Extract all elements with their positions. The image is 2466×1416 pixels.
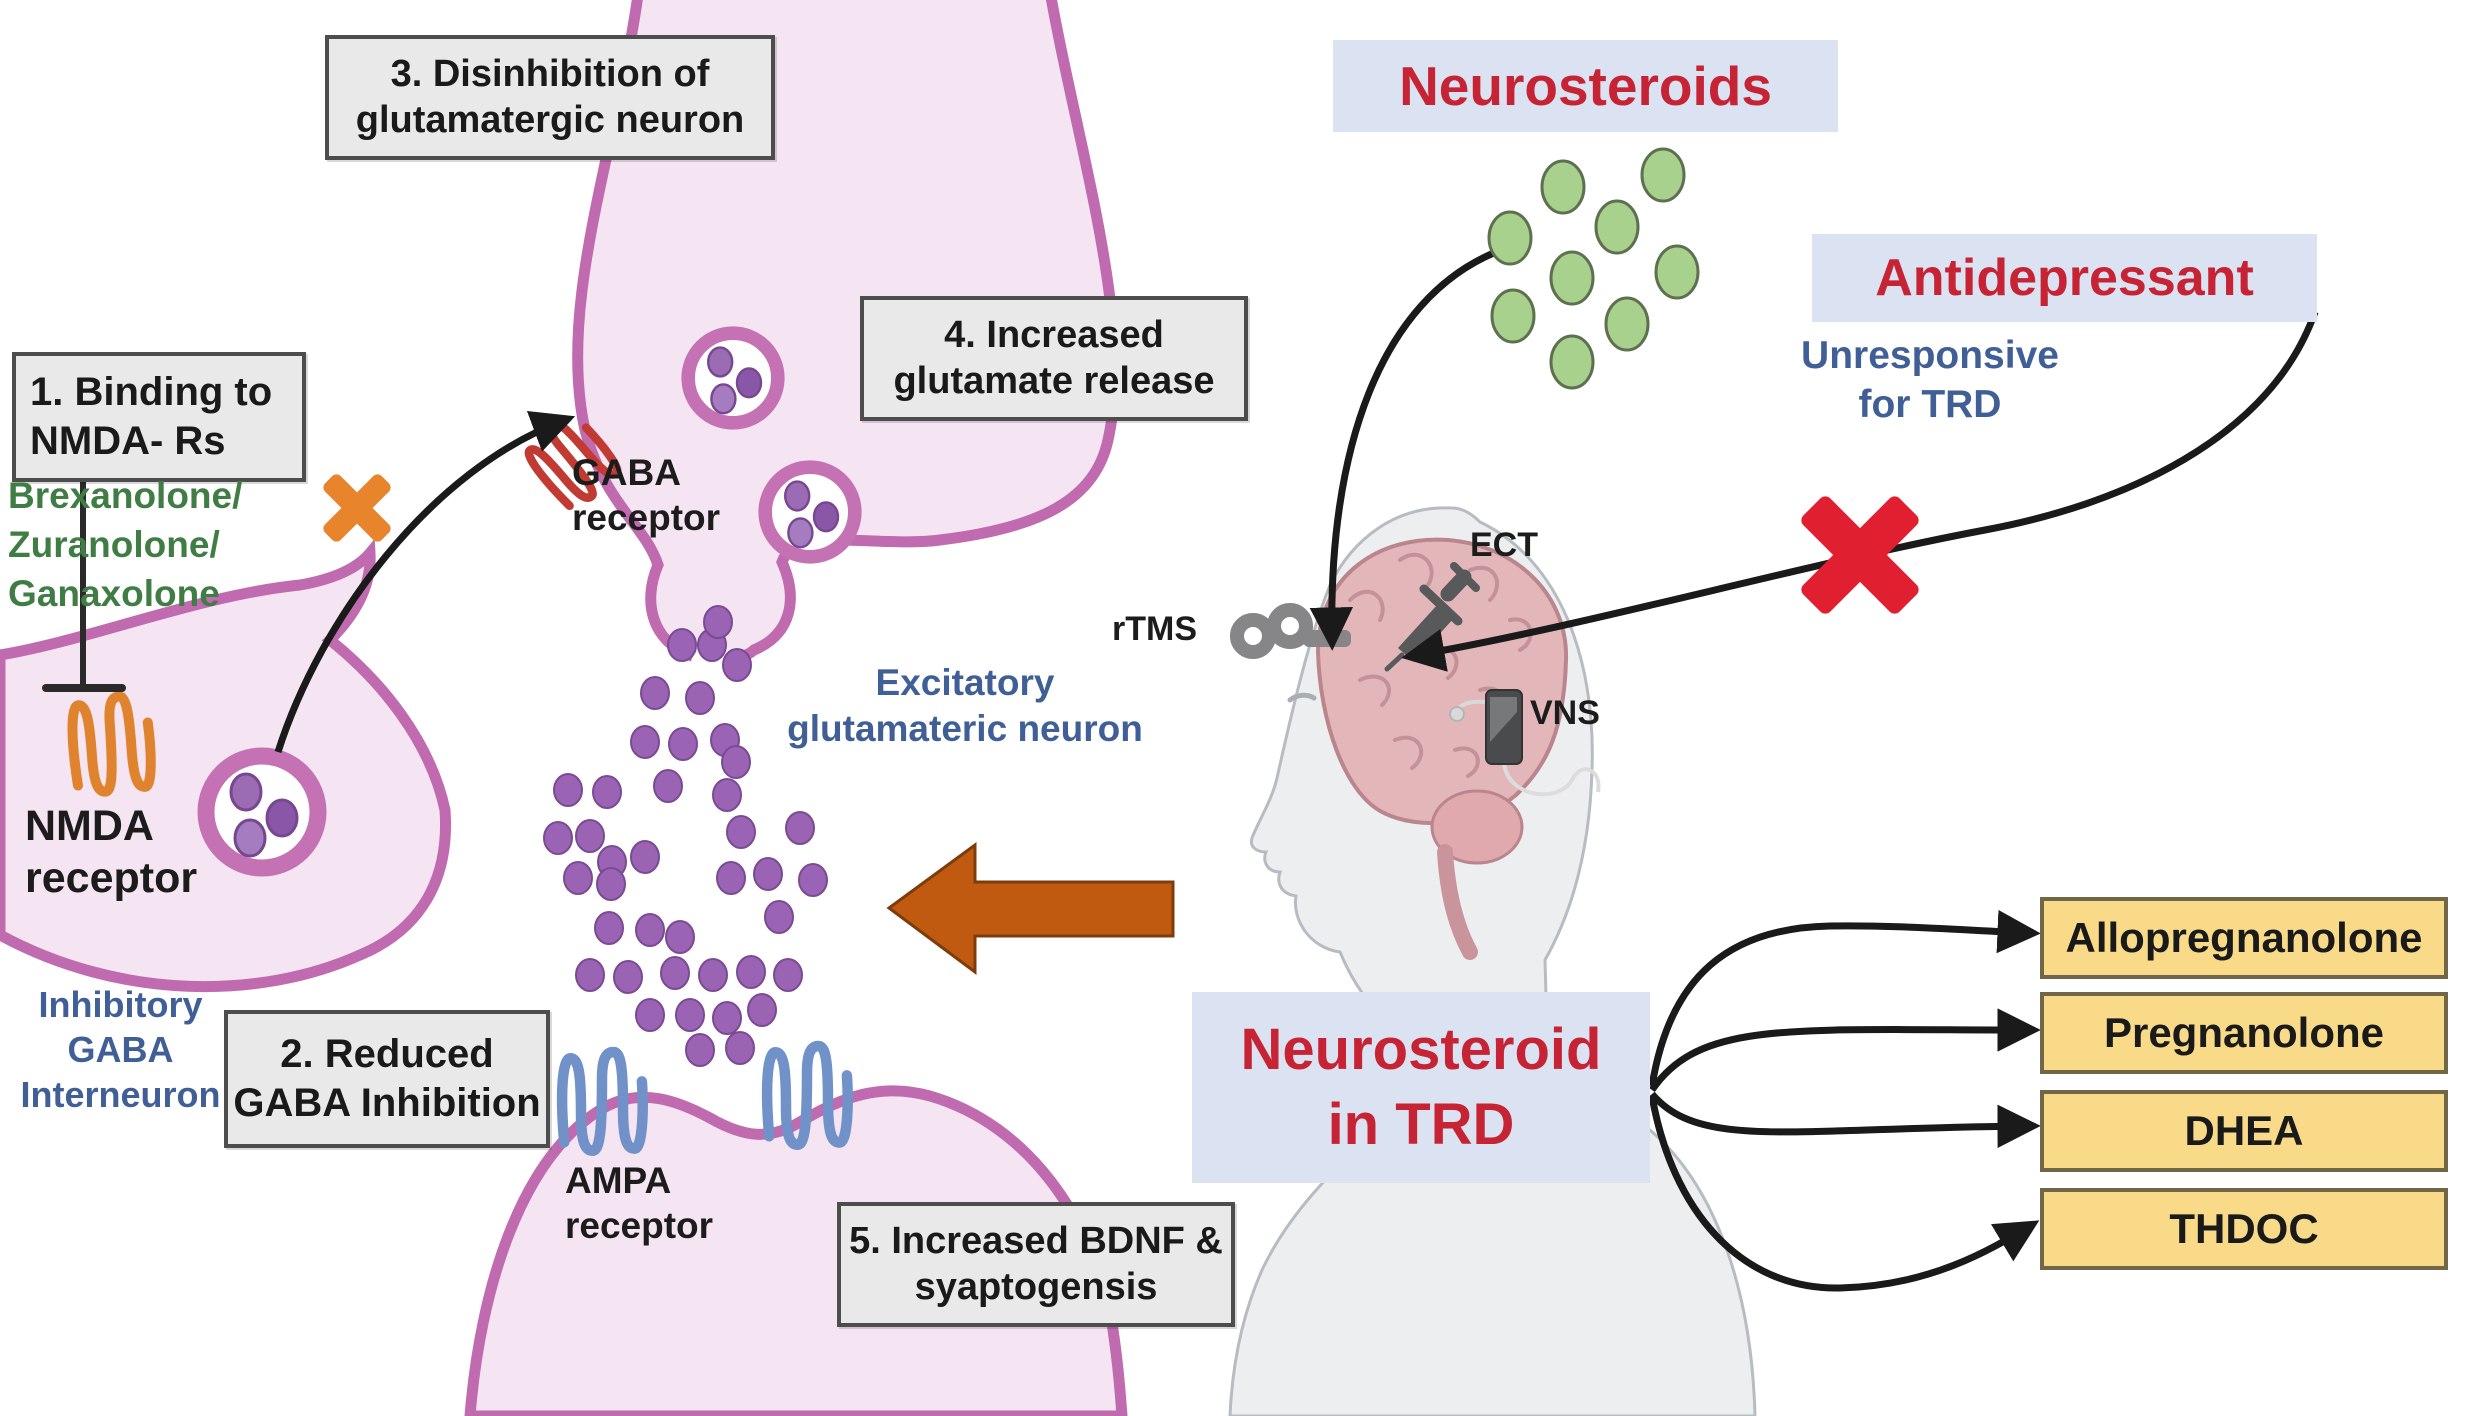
drug-name: Ganaxolone <box>8 572 220 614</box>
arrow-to-dhea <box>1649 1091 2041 1148</box>
arrow-neurosteroids-to-brain <box>1309 248 1498 651</box>
inhibitory-interneuron-label: Inhibitory GABA Interneuron <box>20 984 221 1115</box>
left-block-arrow-icon <box>886 842 1175 975</box>
rtms-label: rTMS <box>1112 610 1197 648</box>
nmda-receptor-label: NMDA receptor <box>25 802 198 903</box>
step1-box: 1. Binding to NMDA- Rs <box>12 352 306 482</box>
glutamate-vesicle-icon <box>688 333 778 423</box>
red-cross-icon <box>1801 496 1919 614</box>
vns-label: VNS <box>1530 694 1600 732</box>
steroid-box-dhea: DHEA <box>2040 1090 2448 1172</box>
arrow-to-gaba-receptor <box>274 410 576 754</box>
neurosteroid-molecules <box>1487 147 1700 390</box>
interneuron-vesicle-icon <box>206 756 318 868</box>
arrow-to-pregnanolone <box>1649 1008 2041 1092</box>
neurosteroid-drug-names: Brexanolone/ Zuranolone/ Ganaxolone <box>8 472 242 618</box>
glutamate-vesicle-icon <box>765 467 855 557</box>
step4-box: 4. Increased glutamate release <box>860 296 1248 421</box>
arrow-to-thdoc <box>1648 1095 2040 1292</box>
ect-label: ECT <box>1470 526 1538 564</box>
steroid-box-allopregnanolone: Allopregnanolone <box>2040 897 2448 979</box>
drug-name: Brexanolone/ <box>8 475 243 516</box>
step5-box: 5. Increased BDNF & syaptogensis <box>837 1202 1235 1327</box>
steroid-box-thdoc: THDOC <box>2040 1188 2448 1270</box>
step3-box: 3. Disinhibition of glutamatergic neuron <box>325 35 775 160</box>
vns-device-icon <box>1449 689 1601 797</box>
excitatory-neuron-label: Excitatory glutamateric neuron <box>787 662 1143 750</box>
ampa-receptor-label: AMPA receptor <box>565 1160 714 1247</box>
neurosteroid-trd-title: Neurosteroid in TRD <box>1192 992 1650 1183</box>
arrow-to-allopregnanolone <box>1648 909 2041 1087</box>
glutamate-dots <box>543 605 828 1067</box>
gaba-receptor-label: GABA receptor <box>572 452 721 539</box>
antidepressant-title: Antidepressant <box>1812 234 2317 322</box>
steroid-box-pregnanolone: Pregnanolone <box>2040 992 2448 1074</box>
arrow-antidepressant-to-brain <box>1401 310 2319 672</box>
flow-arrows <box>274 248 2319 1292</box>
step2-box: 2. Reduced GABA Inhibition <box>224 1010 550 1148</box>
drug-name: Zuranolone/ <box>8 523 220 565</box>
unresponsive-label: Unresponsive for TRD <box>1801 334 2059 426</box>
orange-cross-icon <box>323 474 391 542</box>
neurosteroids-title: Neurosteroids <box>1333 40 1838 132</box>
